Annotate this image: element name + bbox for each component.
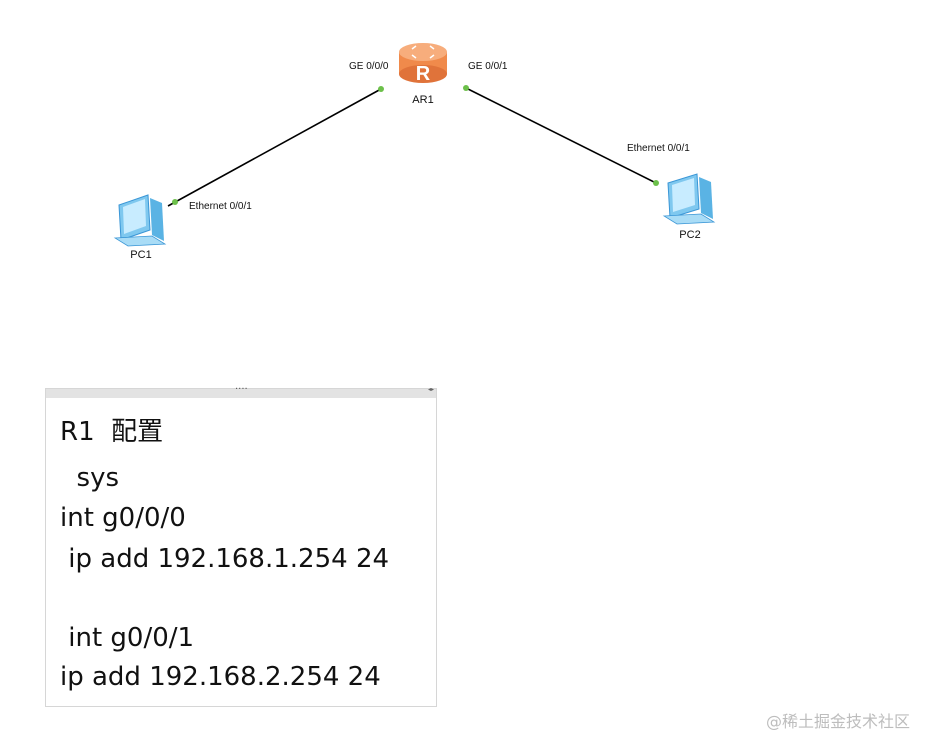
port-label-ge0-0-1: GE 0/0/1 <box>468 61 508 72</box>
link-ar1-pc2 <box>465 87 659 185</box>
pc-icon[interactable] <box>113 194 167 247</box>
port-label-ge0-0-0: GE 0/0/0 <box>349 61 389 72</box>
port-status-dot <box>463 85 469 91</box>
device-label-pc1: PC1 <box>130 249 151 261</box>
config-line: int g0/0/1 <box>60 623 195 653</box>
router-icon[interactable]: R <box>399 43 447 85</box>
watermark: @稀土掘金技术社区 <box>766 712 911 731</box>
router-glyph: R <box>416 63 431 85</box>
config-line: sys <box>60 463 120 493</box>
pc-icon[interactable] <box>662 173 716 225</box>
text-box-handle-bar[interactable]: ···· ◂▸ <box>46 384 436 398</box>
link-ar1-pc1 <box>167 88 382 207</box>
port-status-dot <box>172 199 178 205</box>
network-topology-diagram: R GE 0/0/0 GE 0/0/1 AR1 Ethernet 0/0/1 E… <box>113 43 716 261</box>
config-text-box[interactable]: ···· ◂▸ R1 配置 sys int g0/0/0 ip add 192.… <box>45 384 437 707</box>
config-line: ip add 192.168.1.254 24 <box>60 544 390 574</box>
config-line: ip add 192.168.2.254 24 <box>60 662 381 692</box>
device-label-ar1: AR1 <box>412 94 433 106</box>
drag-grip-icon[interactable]: ···· <box>235 384 248 395</box>
port-label-pc2-eth: Ethernet 0/0/1 <box>627 143 690 154</box>
config-line-title: R1 配置 <box>60 417 164 447</box>
config-line: int g0/0/0 <box>60 503 186 533</box>
port-status-dot <box>378 86 384 92</box>
resize-arrows-icon[interactable]: ◂▸ <box>427 386 434 393</box>
port-label-pc1-eth: Ethernet 0/0/1 <box>189 201 252 212</box>
port-status-dot <box>653 180 659 186</box>
device-label-pc2: PC2 <box>679 229 700 241</box>
